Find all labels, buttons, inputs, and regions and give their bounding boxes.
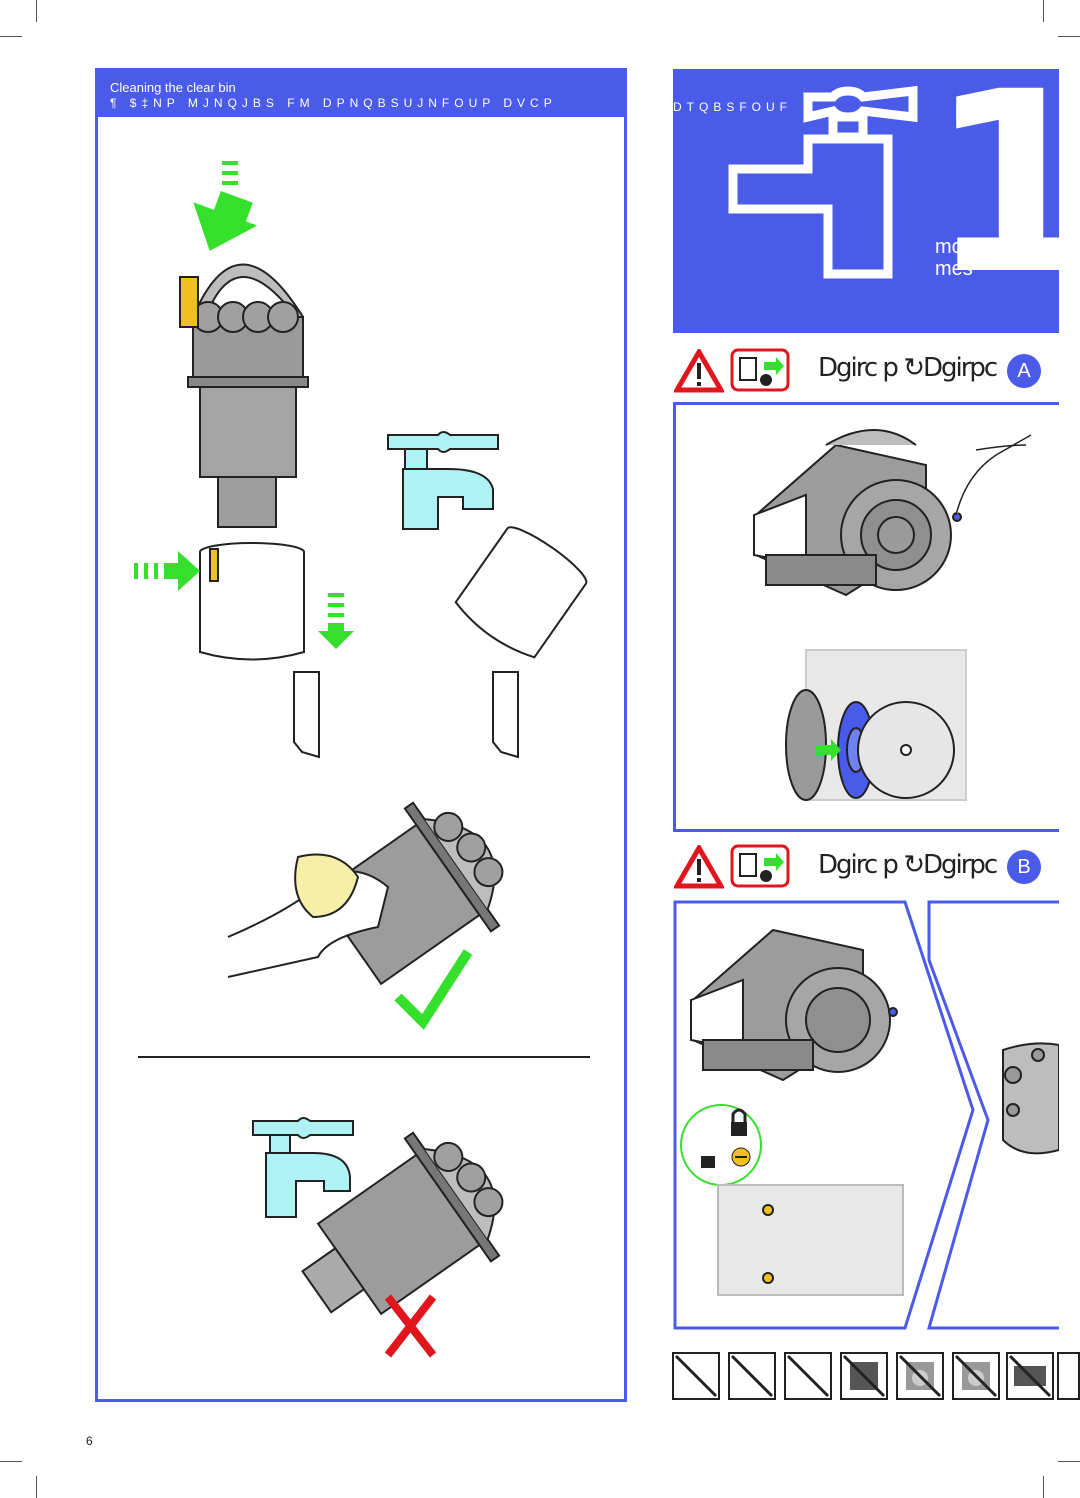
warning-icon — [674, 845, 724, 889]
interval-number: 1 — [928, 69, 1059, 329]
crop-mark — [1058, 36, 1080, 37]
section-b-title: Dgirc p ↻Dgirpc — [818, 850, 998, 880]
panel-header: Cleaning the clear bin ¶ $‡NP MJNQJBS FM… — [98, 71, 624, 117]
vacuum-body — [753, 429, 962, 597]
unplug-icon — [730, 348, 790, 392]
screws-closeup — [1002, 1042, 1059, 1155]
no-wash-cyclone-icon — [728, 1352, 776, 1400]
unlock-icon — [701, 1156, 715, 1168]
no-tumble-dryer-icon — [896, 1352, 944, 1400]
warning-icon — [674, 349, 724, 393]
crop-mark — [1043, 1476, 1044, 1498]
check-icon — [394, 949, 473, 1030]
lock-icon — [731, 1122, 747, 1136]
no-tap-water-icon — [672, 1352, 720, 1400]
crop-mark — [36, 1476, 37, 1498]
clear-bin-panel: Cleaning the clear bin ¶ $‡NP MJNQJBS FM… — [95, 68, 627, 1402]
vacuum-body — [690, 928, 898, 1082]
pull-arrow-icon — [318, 593, 354, 649]
motor-housing — [717, 1184, 904, 1296]
crop-mark — [1043, 0, 1044, 22]
panel-title: Cleaning the clear bin — [110, 80, 236, 95]
section-a-badge: A — [1007, 354, 1041, 388]
interval-unit-es: mes — [935, 258, 973, 280]
cross-icon — [384, 1294, 437, 1358]
no-oven-icon — [840, 1352, 888, 1400]
clear-bin-illustrations — [134, 161, 590, 1358]
page-number: 6 — [86, 1434, 93, 1448]
filter-removal-illustration — [753, 429, 1032, 801]
no-microwave-icon — [1006, 1352, 1054, 1400]
panel-subtitle: ¶ $‡NP MJNQJBS FM DPNQBSUJNFOUP DVCP — [110, 96, 557, 110]
no-dishwasher-icon — [1057, 1352, 1080, 1400]
crop-mark — [1058, 1461, 1080, 1462]
tap-icon — [728, 85, 918, 279]
crop-mark — [0, 36, 22, 37]
hand-icon — [955, 434, 1032, 516]
cyclone-assembly — [179, 263, 309, 528]
interval-header: DTQBSFOUF 1 month mes — [673, 69, 1059, 333]
crop-mark — [0, 1461, 22, 1462]
tap-icon — [252, 1117, 354, 1218]
no-detergent-icon — [784, 1352, 832, 1400]
insert-arrow-icon — [134, 551, 200, 591]
section-b-badge: B — [1007, 850, 1041, 884]
lock-icons — [680, 1104, 762, 1186]
tap-icon — [387, 431, 499, 530]
header-garbled-text: DTQBSFOUF — [673, 100, 792, 114]
wash-cyclone — [301, 1131, 504, 1316]
no-washing-machine-icon — [952, 1352, 1000, 1400]
clear-bin — [199, 542, 320, 759]
press-arrow-icon — [193, 161, 258, 251]
interval-unit-en: month — [935, 236, 991, 258]
tilted-bin — [454, 526, 588, 759]
crop-mark — [36, 0, 37, 22]
filter-removal — [785, 649, 967, 801]
section-a-panel — [673, 402, 1059, 832]
unplug-icon — [730, 844, 790, 888]
section-b-panel — [673, 900, 1059, 1330]
section-a-title: Dgirc p ↻Dgirpc — [818, 353, 998, 383]
wipe-cyclone — [227, 801, 504, 986]
